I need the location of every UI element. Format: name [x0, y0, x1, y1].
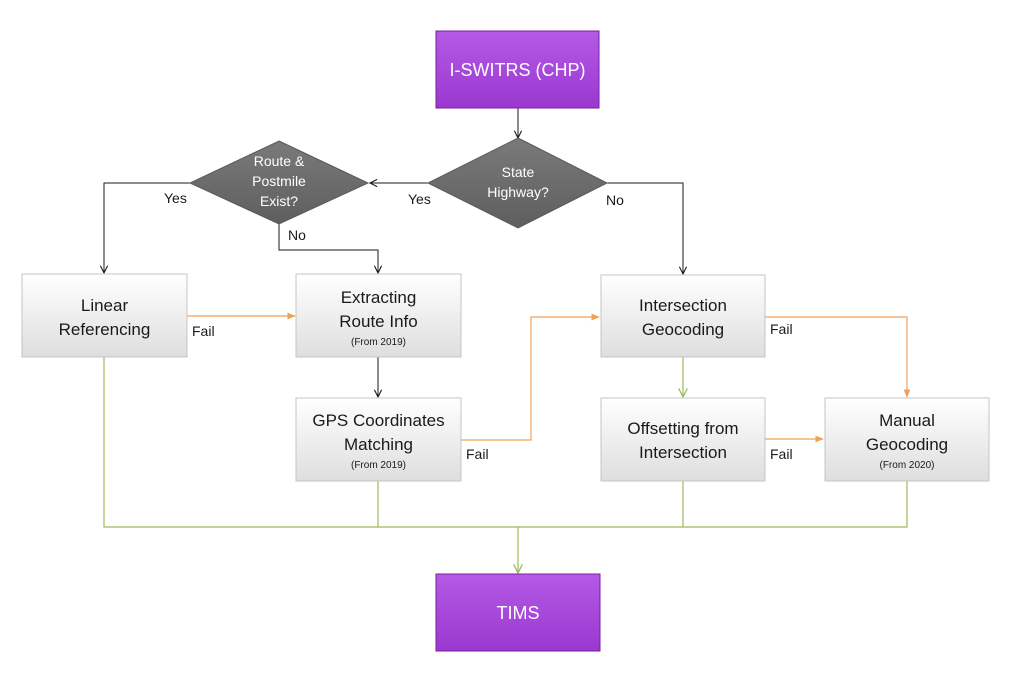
label-offsetting-fail: Fail [770, 446, 793, 462]
gps-matching-note: (From 2019) [351, 460, 406, 471]
gps-matching-line1: GPS Coordinates [312, 411, 444, 430]
route-postmile-line1: Route & [254, 153, 305, 169]
linear-referencing-line1: Linear [81, 296, 129, 315]
label-gps-fail: Fail [466, 446, 489, 462]
node-intersection-geocoding: Intersection Geocoding [600, 274, 766, 358]
node-target: TIMS [435, 573, 601, 652]
route-postmile-line2: Postmile [252, 173, 306, 189]
extracting-route-line1: Extracting [341, 288, 417, 307]
state-highway-line1: State [502, 164, 535, 180]
intersection-geocoding-line1: Intersection [639, 296, 727, 315]
target-label: TIMS [497, 603, 540, 623]
manual-geocoding-line1: Manual [879, 411, 935, 430]
edge-gps-fail [461, 313, 600, 441]
edge-postmile-no [278, 224, 378, 273]
edge-highway-no [607, 182, 683, 274]
gps-matching-line2: Matching [344, 435, 413, 454]
linear-referencing-line2: Referencing [59, 320, 151, 339]
manual-geocoding-note: (From 2020) [879, 460, 934, 471]
edge-intersection-fail [765, 316, 911, 398]
label-linear-fail: Fail [192, 323, 215, 339]
edge-postmile-yes [104, 182, 190, 273]
state-highway-line2: Highway? [487, 184, 549, 200]
extracting-route-line2: Route Info [339, 312, 417, 331]
edge-collector [103, 357, 908, 528]
label-highway-no: No [606, 192, 624, 208]
manual-geocoding-line2: Geocoding [866, 435, 948, 454]
label-highway-yes: Yes [408, 191, 431, 207]
label-intersection-fail: Fail [770, 321, 793, 337]
edge-labels: Yes Yes No No Fail Fail Fail Fail [164, 190, 793, 462]
node-offsetting-from-intersection: Offsetting from Intersection [600, 397, 766, 482]
intersection-geocoding-line2: Geocoding [642, 320, 724, 339]
source-label: I-SWITRS (CHP) [450, 60, 586, 80]
connectors [103, 108, 911, 573]
label-postmile-yes: Yes [164, 190, 187, 206]
extracting-route-note: (From 2019) [351, 337, 406, 348]
offsetting-line1: Offsetting from [627, 419, 738, 438]
node-extracting-route-info: Extracting Route Info (From 2019) [295, 273, 462, 358]
node-source: I-SWITRS (CHP) [435, 30, 600, 109]
node-linear-referencing: Linear Referencing [21, 273, 188, 358]
node-gps-matching: GPS Coordinates Matching (From 2019) [295, 397, 462, 482]
route-postmile-line3: Exist? [260, 193, 298, 209]
node-manual-geocoding: Manual Geocoding (From 2020) [824, 397, 990, 482]
offsetting-line2: Intersection [639, 443, 727, 462]
label-postmile-no: No [288, 227, 306, 243]
decision-state-highway: State Highway? [426, 137, 609, 229]
decision-route-postmile: Route & Postmile Exist? [188, 140, 370, 225]
